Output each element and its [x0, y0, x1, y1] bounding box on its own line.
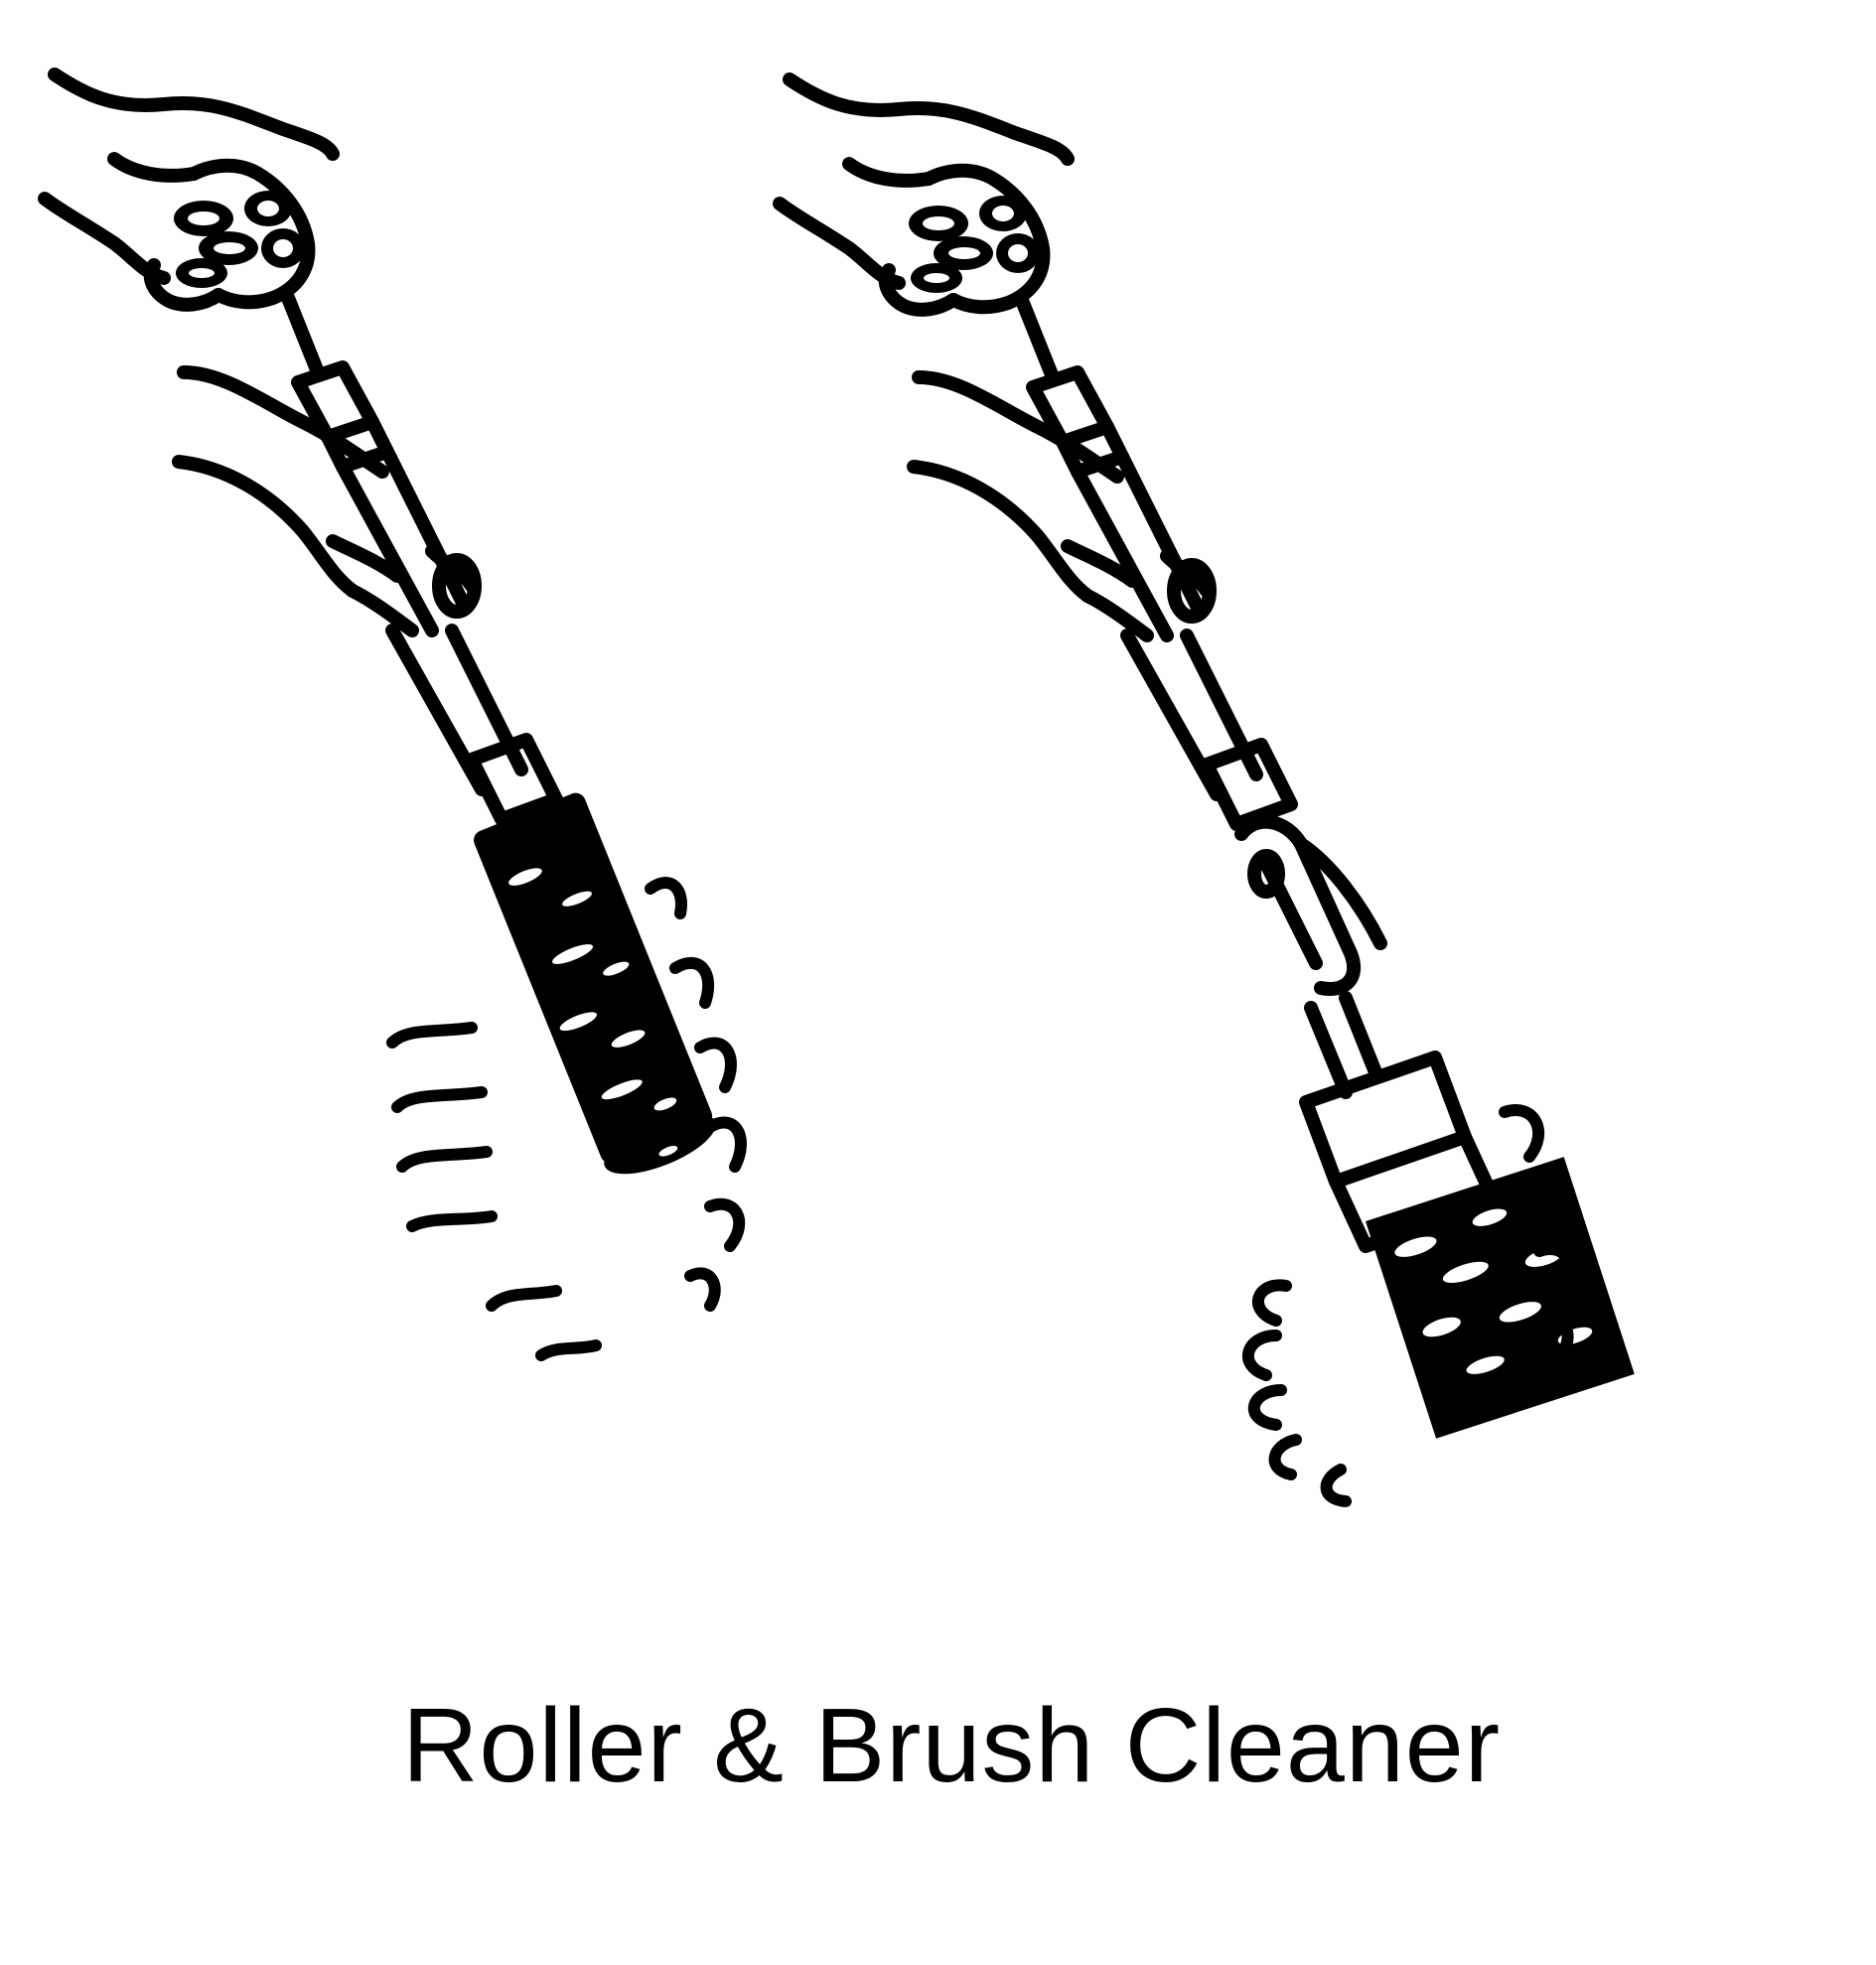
caption: Roller & Brush Cleaner	[402, 1687, 1502, 1804]
brush-cleaner-illustration	[780, 79, 1635, 1507]
roller-cleaner-illustration	[45, 74, 747, 1361]
